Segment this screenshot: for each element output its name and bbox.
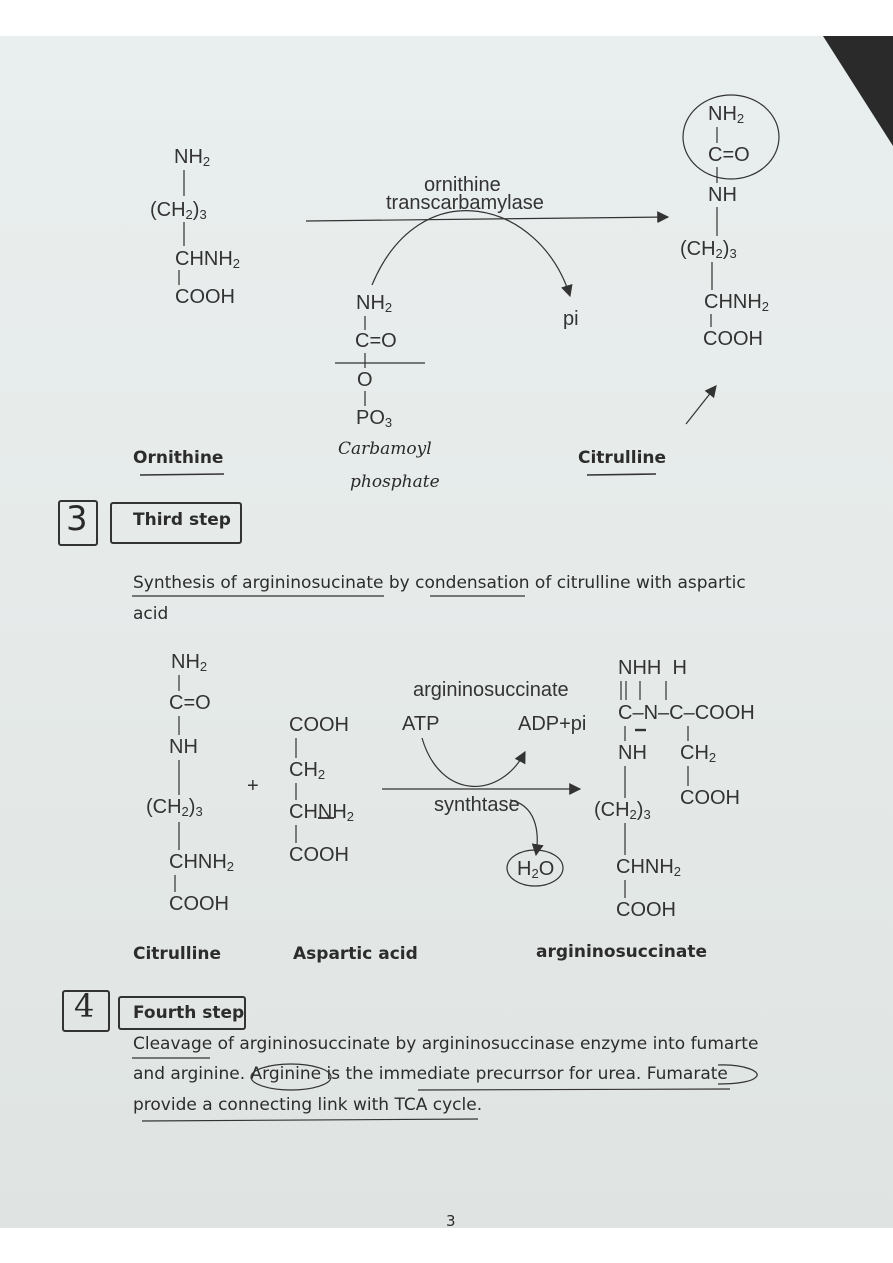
label-carbamoyl-line1: Carbamoyl [338, 439, 432, 459]
citrulline2-nh2: NH2 [171, 651, 208, 674]
step3-text-line1: Synthesis of argininosucinate by condens… [133, 573, 746, 593]
citrulline-co: C=O [708, 144, 750, 166]
product-cooh: COOH [616, 899, 676, 921]
product-ch2: CH2 [680, 742, 717, 765]
step3-number-box [58, 500, 98, 546]
pi-product: pi [563, 308, 579, 330]
aspartic-ch2: CH2 [289, 759, 326, 782]
adp-label: ADP+pi [518, 713, 587, 735]
citrulline2-nh: NH [169, 736, 198, 758]
citrulline-cooh: COOH [703, 328, 763, 350]
citrulline2-co: C=O [169, 692, 211, 714]
product-ch23: (CH2)3 [594, 799, 651, 822]
ornithine-nh2: NH2 [174, 146, 211, 169]
label-aspartic-acid: Aspartic acid [293, 944, 418, 964]
step4-title: Fourth step [133, 1003, 245, 1023]
label-carbamoyl-line2: phosphate [350, 472, 440, 492]
carbamoyl-po3: PO3 [356, 407, 393, 430]
step4-text-line3: provide a connecting link with TCA cycle… [133, 1095, 483, 1115]
plus-sign: + [247, 775, 259, 797]
carbamoyl-o: O [357, 369, 373, 391]
product-chnh2: CHNH2 [616, 856, 682, 879]
citrulline-nh: NH [708, 184, 737, 206]
enzyme-label-line1: ornithine [424, 174, 501, 196]
water-product: H2O [517, 858, 555, 881]
step4-number: 4 [74, 987, 95, 1025]
step4-title-box [118, 996, 246, 1030]
product-nh: NH [618, 742, 647, 764]
aspartic-chnh2: CHNH2 [289, 801, 355, 824]
citrulline-nh2: NH2 [708, 103, 745, 126]
ornithine-cooh: COOH [175, 286, 235, 308]
step3-text-line2: acid [133, 604, 169, 624]
step4-number-box [62, 990, 110, 1032]
step4-text-line1: Cleavage of argininosuccinate by arginin… [133, 1034, 759, 1054]
page-number: 3 [446, 1214, 456, 1226]
product-backbone: C–N–C–COOH [618, 702, 755, 724]
step3-number: 3 [66, 499, 88, 539]
label-citrulline-bottom: Citrulline [133, 944, 222, 964]
atp-label: ATP [402, 713, 440, 735]
label-argininosuccinate: argininosuccinate [536, 942, 707, 962]
carbamoyl-nh2: NH2 [356, 292, 393, 315]
paper-corner-shadow [823, 36, 893, 146]
citrulline2-ch23: (CH2)3 [146, 796, 203, 819]
citrulline2-chnh2: CHNH2 [169, 851, 235, 874]
carbamoyl-co: C=O [355, 330, 397, 352]
aspartic-cooh-bottom: COOH [289, 844, 349, 866]
ornithine-ch23: (CH2)3 [150, 199, 207, 222]
ornithine-chnh2: CHNH2 [175, 248, 241, 271]
enzyme3-label-line1: argininosuccinate [413, 679, 569, 701]
product-h-atoms: NHH H [618, 657, 687, 679]
aspartic-cooh-top: COOH [289, 714, 349, 736]
enzyme-label-line2: transcarbamylase [386, 192, 544, 214]
step4-text-line2: and arginine. Arginine is the immediate … [133, 1064, 728, 1084]
citrulline2-cooh: COOH [169, 893, 229, 915]
label-ornithine: Ornithine [133, 448, 224, 468]
step3-title-box [110, 502, 242, 544]
citrulline-chnh2: CHNH2 [704, 291, 770, 314]
product-cooh-side: COOH [680, 787, 740, 809]
step3-title: Third step [133, 510, 231, 530]
enzyme3-label-line2: synthtase [434, 794, 520, 816]
citrulline-ch23: (CH2)3 [680, 238, 737, 261]
label-citrulline-top: Citrulline [578, 448, 667, 468]
